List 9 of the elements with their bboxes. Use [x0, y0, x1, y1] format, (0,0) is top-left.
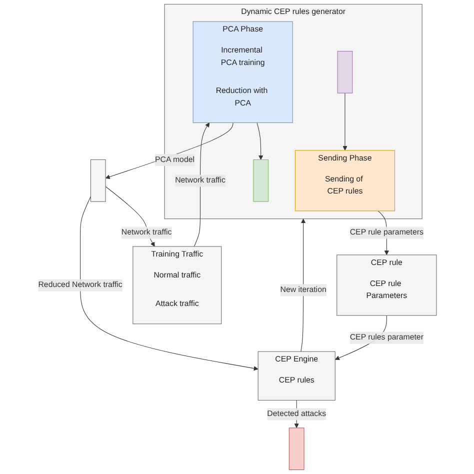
arrow [342, 92, 347, 151]
arrow [194, 122, 210, 247]
node-box [336, 50, 352, 94]
node-box [288, 428, 304, 470]
arrow [256, 122, 263, 160]
arrow [300, 218, 306, 352]
node-box [252, 159, 268, 202]
arrow [105, 122, 234, 180]
node-box [90, 159, 106, 202]
